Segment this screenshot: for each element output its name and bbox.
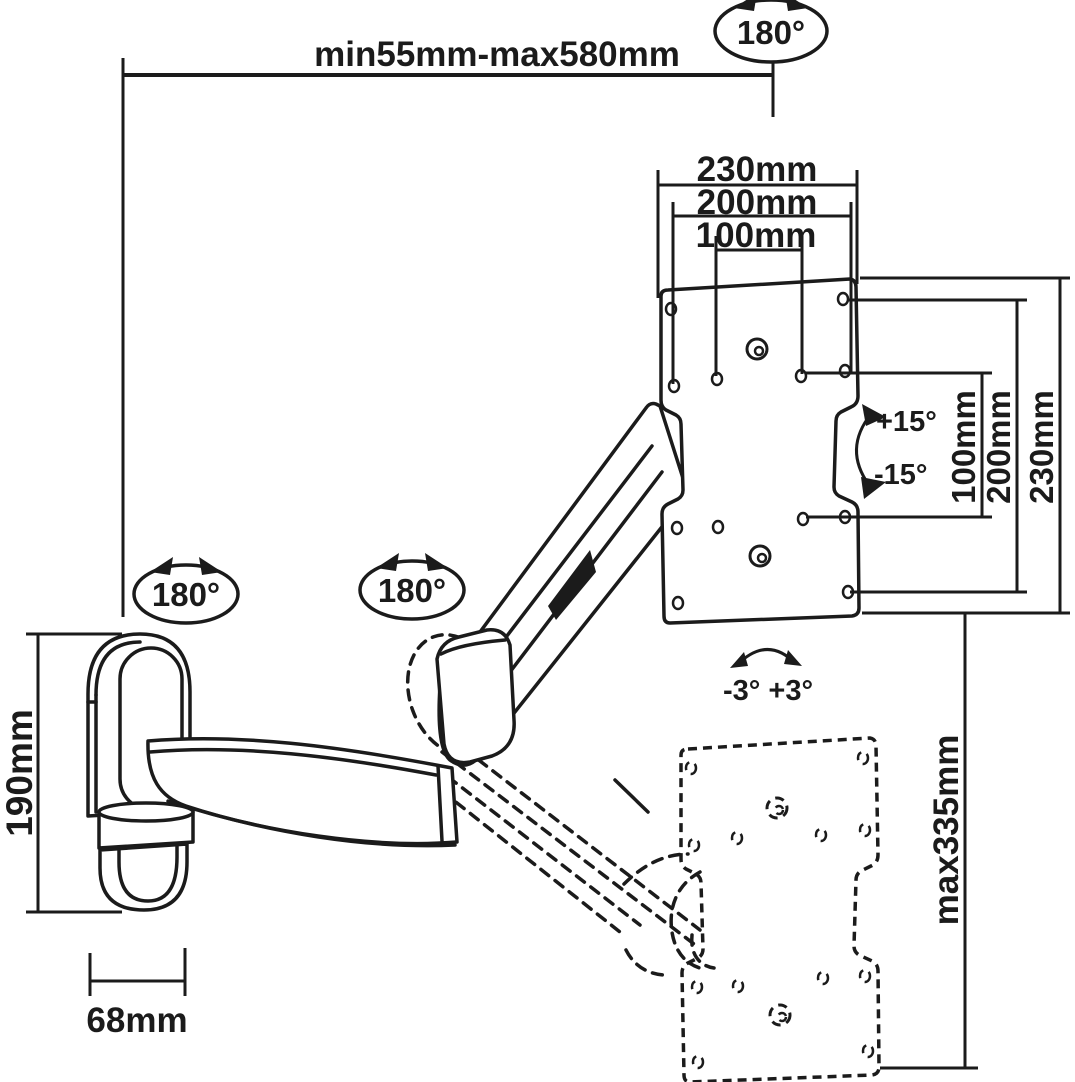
dim-vertical-travel [880,613,978,1070]
wall-bracket [86,632,195,912]
label-swivel-plate: 180° [737,14,805,51]
dim-width-100 [714,236,804,376]
label-extension-range: min55mm-max580mm [314,35,680,74]
forearm [146,736,459,848]
label-vertical-travel: max335mm [927,735,966,926]
annotations [132,0,886,668]
vesa-plate-solid [659,277,861,625]
label-tilt-down: -15° [874,459,928,491]
label-vesa-height-100: 100mm [945,390,982,504]
level-adjust-arrow-icon [730,648,802,668]
rotation-180-wall-icon [132,557,240,625]
tilt-arrow-icon [855,404,886,499]
arm-spring-detail [548,550,596,620]
label-swivel-wall: 180° [152,576,220,613]
vesa-plate-lowered-dashed [679,736,881,1082]
label-bracket-height: 190mm [0,709,40,837]
elbow-joint [435,628,516,765]
rotation-180-plate-icon [713,0,829,64]
dim-bracket-width [88,948,187,996]
arm-lowered-dashed [405,632,716,977]
label-level-adjustment: -3° +3° [723,675,813,707]
dim-bracket-height [26,632,122,914]
label-swivel-elbow: 180° [378,572,446,609]
labels: min55mm-max580mm 180° 230mm 200mm 100mm … [0,14,1060,1040]
label-vesa-width-200: 200mm [697,183,818,222]
label-vesa-width-100: 100mm [696,216,817,255]
label-vesa-height-200: 200mm [980,390,1017,504]
dim-height-100 [806,371,992,519]
rotation-180-elbow-icon [358,553,466,621]
label-vesa-width-230: 230mm [697,150,818,189]
dim-width-230 [656,170,859,298]
dim-width-200 [671,202,853,384]
dim-height-200 [848,298,1027,594]
label-tilt-up: +15° [876,406,937,438]
label-vesa-height-230: 230mm [1023,390,1060,504]
dimension-lines [26,58,1070,1070]
label-bracket-width: 68mm [86,1001,187,1040]
